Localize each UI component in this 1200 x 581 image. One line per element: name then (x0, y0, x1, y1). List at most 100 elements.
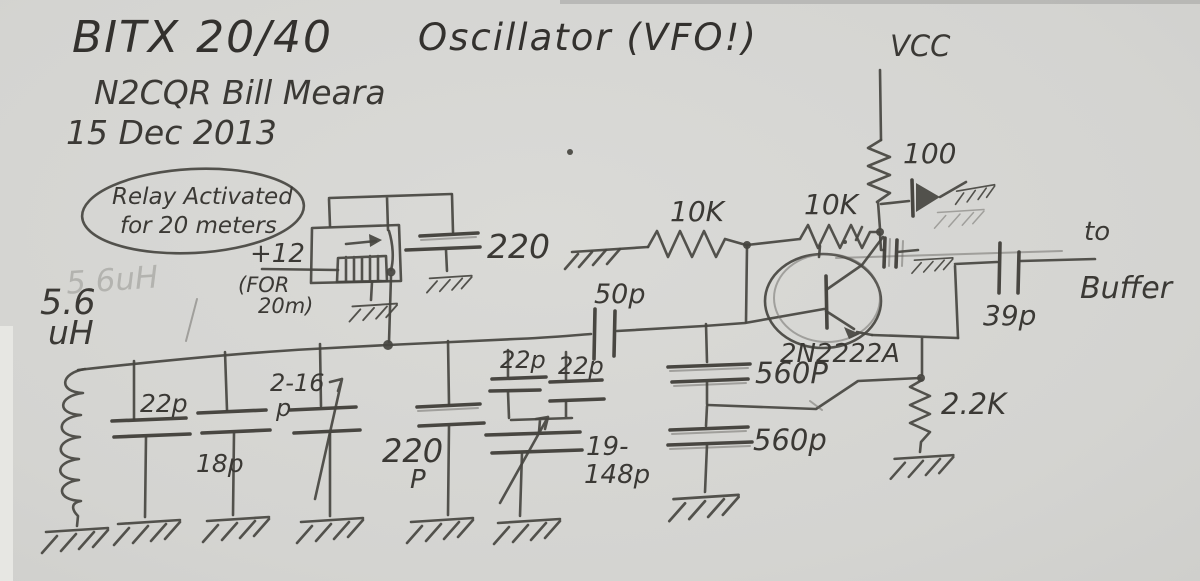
ground-cap-22p (112, 518, 182, 547)
tune-arrow (498, 415, 550, 505)
relay-cap-value: 220 (487, 227, 550, 266)
ground-bypass-cap (911, 256, 954, 275)
inductor-ghost-label: 5.6uH (65, 259, 160, 301)
relay-cap-top-lead (450, 193, 455, 234)
diode-cathode-bar (910, 178, 915, 218)
scan-edge-top (560, 0, 1200, 4)
output-riser-wire (953, 260, 999, 340)
inductor-value-line1: 5.6 (40, 283, 96, 323)
fb-mid-lead (704, 380, 709, 428)
bias-resistors: 10K 10K (563, 188, 881, 324)
faint-pencil-stroke (185, 298, 198, 342)
cap-220p-top-lead (446, 339, 451, 406)
bypass-cap-overstroke (888, 238, 904, 267)
trimmer-plates (288, 405, 362, 435)
relay-arrow-head (369, 234, 382, 247)
r2-value: 10K (804, 188, 861, 221)
cap-pair-22p: 22p 22p (488, 346, 606, 434)
relay-switch-arm (387, 229, 395, 272)
trimmer-arrow (313, 377, 344, 501)
trimmer-value-line1: 2-16 (270, 369, 324, 397)
cap-220p-plate-overstroke (417, 407, 479, 412)
title-block: BITX 20/40 Oscillator (VFO!) N2CQR Bill … (66, 12, 758, 152)
cap-18p-top-lead (223, 350, 229, 412)
transistor-circle-overstroke (773, 253, 881, 343)
transistor-2n2222: 2N2222A (763, 225, 900, 369)
relay-cap-220: 220 (404, 193, 550, 294)
output-label-line2: Buffer (1080, 271, 1174, 306)
cap-22p-tank: 22p (110, 359, 192, 547)
base-wire (615, 307, 826, 333)
bias-junction-drop (744, 245, 749, 324)
pencil-dot (843, 240, 847, 244)
ground-cap-220p (405, 516, 475, 545)
date-label: 15 Dec 2013 (66, 113, 277, 152)
inductor-5p6uh: 5.6uH 5.6 uH (40, 259, 198, 555)
ground-cap-18p (201, 515, 271, 544)
vcc-node-dot (876, 228, 884, 236)
fb2-value: 560p (753, 423, 827, 457)
cap-18p: 18p (196, 350, 272, 544)
relay-to-rail-wire (387, 274, 393, 344)
r2k2-zigzag (908, 378, 932, 454)
ground-inductor (40, 526, 110, 555)
emitter-wire-inner (824, 309, 856, 331)
cap-trimmer-2-16p: 2-16 p (270, 342, 365, 545)
emitter-wire-outer (855, 330, 874, 337)
fb1-plates (666, 362, 752, 384)
ground-trimmer (295, 516, 365, 545)
pair-value-b: 22p (558, 352, 604, 380)
fb1-top-lead (704, 322, 709, 364)
tune-ground-lead (518, 451, 524, 518)
pair-top-leads (506, 348, 568, 381)
paper-crease (835, 250, 1063, 259)
cap-tune-19-148p: 19- 148p (484, 415, 650, 546)
ground-tune-cap (492, 517, 562, 546)
relay-coil-lead (260, 267, 340, 272)
ground-diode (953, 183, 998, 206)
vcc-label: VCC (890, 29, 951, 63)
cap-220p-value-line2: P (410, 465, 426, 495)
fb1-value: 560P (755, 356, 828, 390)
ground-r1-hatch (563, 247, 622, 271)
relay-cap-plates (404, 231, 482, 252)
diode-lead (879, 199, 911, 206)
tap-kink-stroke (809, 400, 823, 411)
cap-39p-value: 39p (983, 299, 1036, 332)
vcc-branch: VCC 100 (866, 29, 998, 275)
page-title: BITX 20/40 (72, 12, 333, 63)
bypass-cap-plates (882, 236, 899, 269)
relay-assembly: +12 (FOR 20m) (238, 192, 454, 344)
r2-zigzag (745, 223, 881, 250)
relay-supply-label: +12 (250, 239, 305, 269)
cap-18p-value: 18p (196, 449, 244, 478)
stray-pencil-dot (567, 149, 573, 155)
tank-rail (76, 332, 593, 372)
pencil-tick-marks (817, 225, 864, 259)
annotation-bubble (80, 167, 306, 255)
relay-contact-dot (386, 267, 396, 277)
ground-r2k2 (889, 453, 955, 481)
cap-18p-ground-lead (231, 431, 236, 517)
emitter-network: 2.2K (706, 333, 1008, 481)
ground-diode-overstroke (933, 208, 985, 229)
cap-22p-value: 22p (140, 389, 188, 418)
page-subtitle: Oscillator (VFO!) (418, 16, 758, 59)
emitter-arrow-head (844, 327, 860, 339)
cap-18p-plates (196, 408, 272, 435)
fb2-ground-lead (703, 443, 709, 494)
r1-ground-wire (570, 245, 650, 254)
output-wire (1019, 257, 1097, 263)
relay-coil-symbol (335, 254, 389, 284)
pair-value-a: 22p (500, 346, 546, 374)
cap-220p-ground-lead (446, 424, 451, 517)
feedback-caps-560p: 560P 560p (666, 322, 828, 523)
relay-cap-plate-overstroke (420, 236, 477, 241)
tune-value-line2: 148p (584, 460, 650, 490)
ground-relay-cap (425, 274, 473, 294)
fb2-plates (666, 425, 754, 447)
tank-rail-wire (76, 332, 593, 372)
inductor-value-line2: uH (48, 313, 94, 352)
relay-note-line2: for 20 meters (120, 213, 277, 239)
